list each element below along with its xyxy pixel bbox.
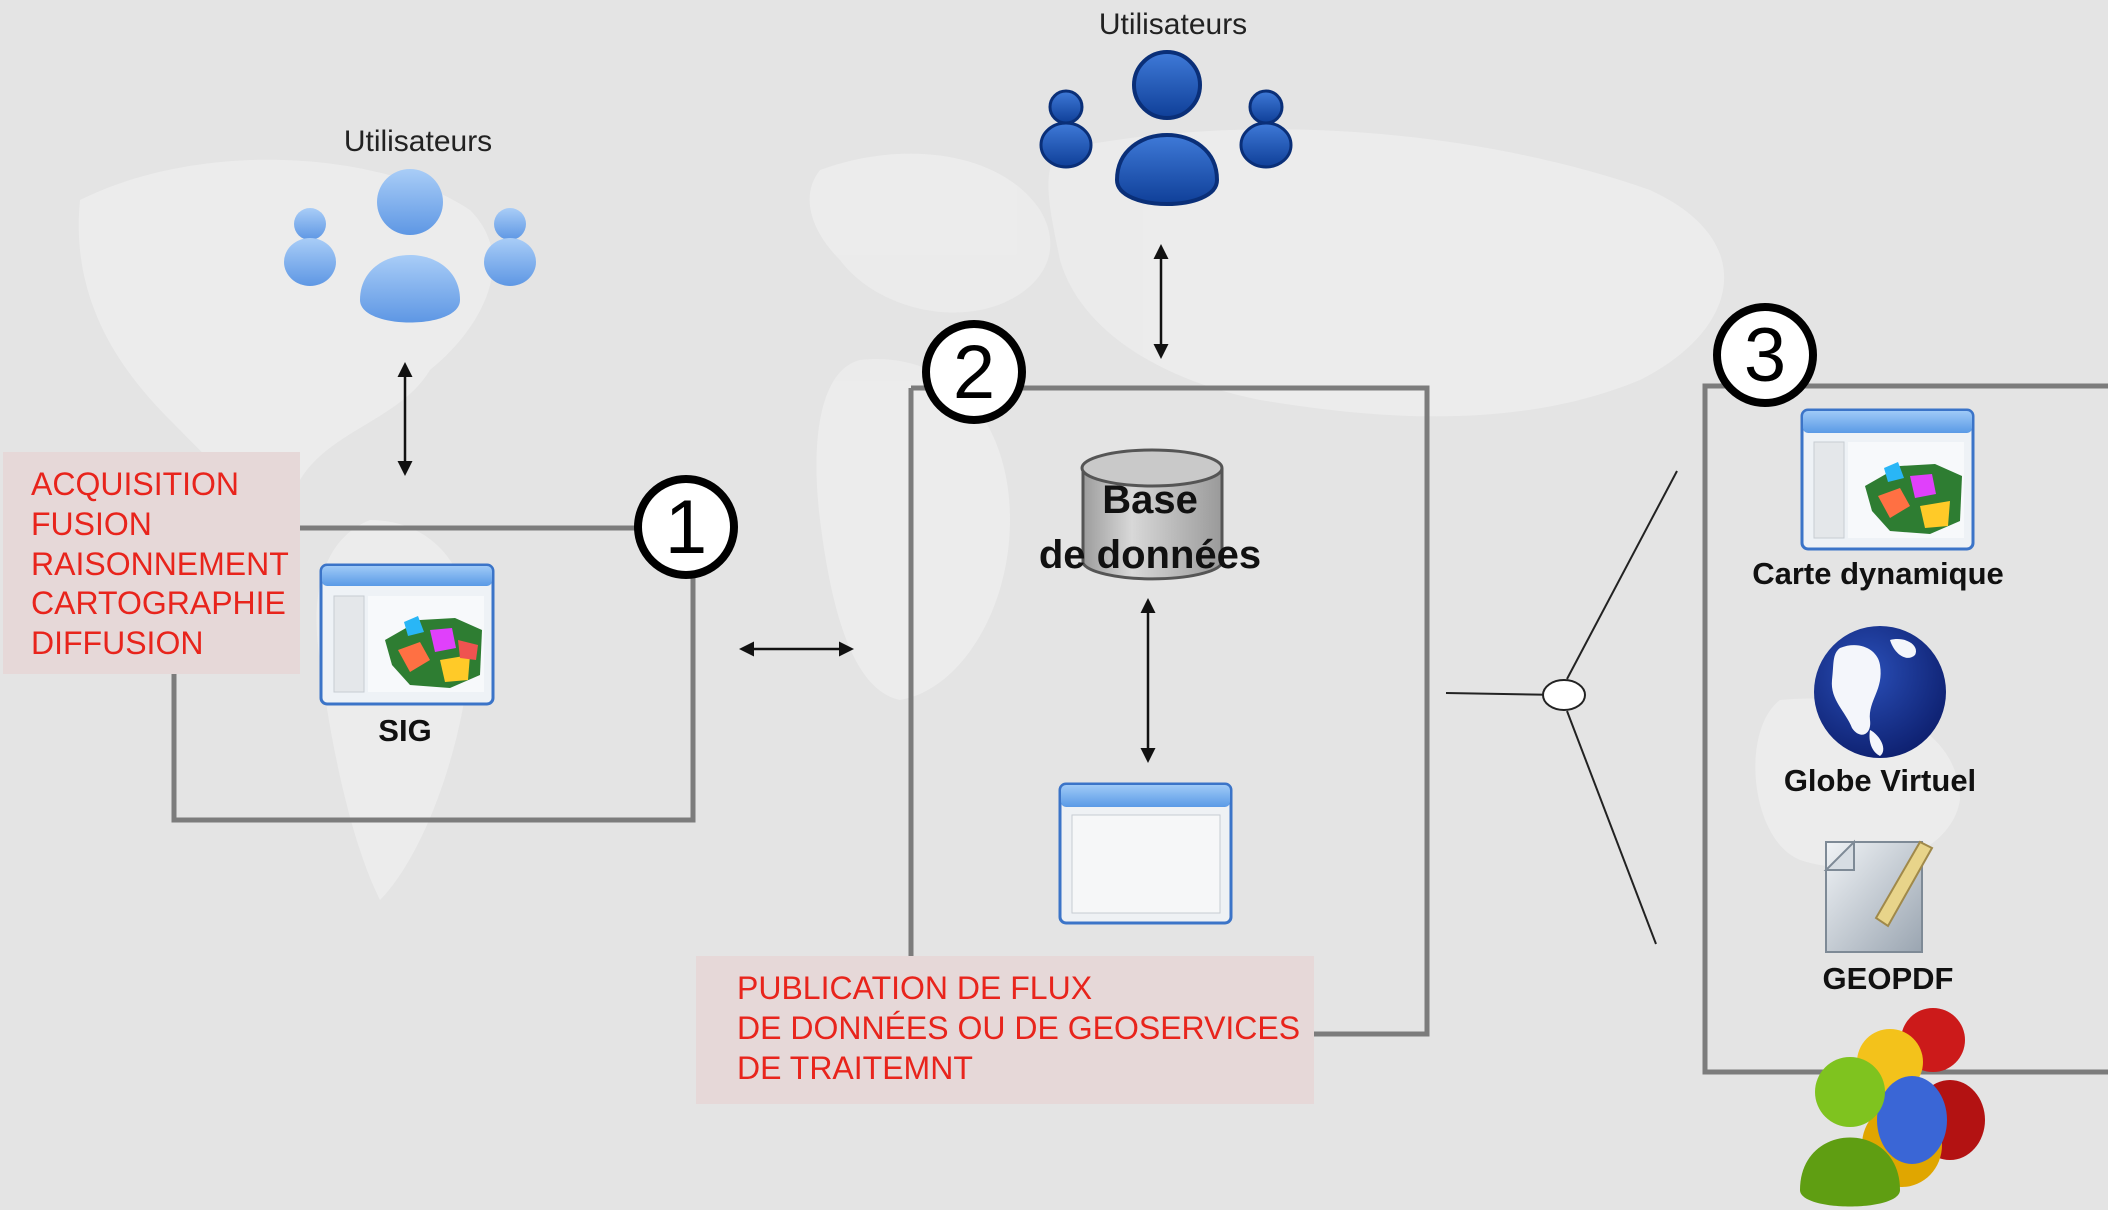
- users-label-2: Utilisateurs: [1099, 8, 1247, 41]
- globe-icon: [1814, 626, 1946, 758]
- step-1-badge: 1: [634, 475, 738, 579]
- community-icon: [1800, 1008, 1985, 1207]
- box-1-red-text: ACQUISITION FUSION RAISONNEMENT CARTOGRA…: [31, 466, 289, 661]
- box-2-red-text: PUBLICATION DE FLUX DE DONNÉES OU DE GEO…: [737, 970, 1300, 1086]
- step-3-number: 3: [1744, 313, 1786, 398]
- map-window-icon: [1800, 408, 1975, 551]
- box-1-label-panel: [3, 452, 300, 674]
- red-line-2: FUSION: [31, 506, 152, 542]
- map-window-icon: [319, 563, 495, 706]
- item-label-carte-dynamique: Carte dynamique: [1752, 556, 2004, 591]
- distribution-connector: [1445, 470, 1678, 945]
- users-label-1: Utilisateurs: [344, 125, 492, 158]
- sig-label: SIG: [378, 713, 431, 748]
- world-map-background: [78, 129, 1960, 900]
- box-2-label-panel: [696, 956, 1314, 1104]
- step-2-number: 2: [953, 330, 995, 415]
- red-line-2: DE DONNÉES OU DE GEOSERVICES: [737, 1010, 1300, 1046]
- blank-window-icon: [1058, 782, 1233, 925]
- users-group-icon: [284, 169, 536, 323]
- users-group-icon: [1039, 50, 1293, 206]
- red-line-1: PUBLICATION DE FLUX: [737, 970, 1092, 1006]
- step-3-badge: 3: [1713, 303, 1817, 407]
- box-1-frame: [171, 525, 696, 823]
- red-line-5: DIFFUSION: [31, 625, 203, 661]
- red-line-1: ACQUISITION: [31, 466, 239, 502]
- database-label-line-2: de données: [1039, 533, 1261, 577]
- database-label-line-1: Base: [1102, 478, 1198, 522]
- pdf-document-icon: [1823, 839, 1934, 953]
- red-line-3: RAISONNEMENT: [31, 546, 289, 582]
- red-line-4: CARTOGRAPHIE: [31, 585, 286, 621]
- item-label-globe-virtuel: Globe Virtuel: [1784, 763, 1976, 798]
- step-2-badge: 2: [922, 320, 1026, 424]
- item-label-geopdf: GEOPDF: [1823, 961, 1954, 996]
- step-1-number: 1: [665, 485, 707, 570]
- database-icon: [1080, 448, 1224, 581]
- red-line-3: DE TRAITEMNT: [737, 1050, 973, 1086]
- box-2-frame: [908, 385, 1430, 1037]
